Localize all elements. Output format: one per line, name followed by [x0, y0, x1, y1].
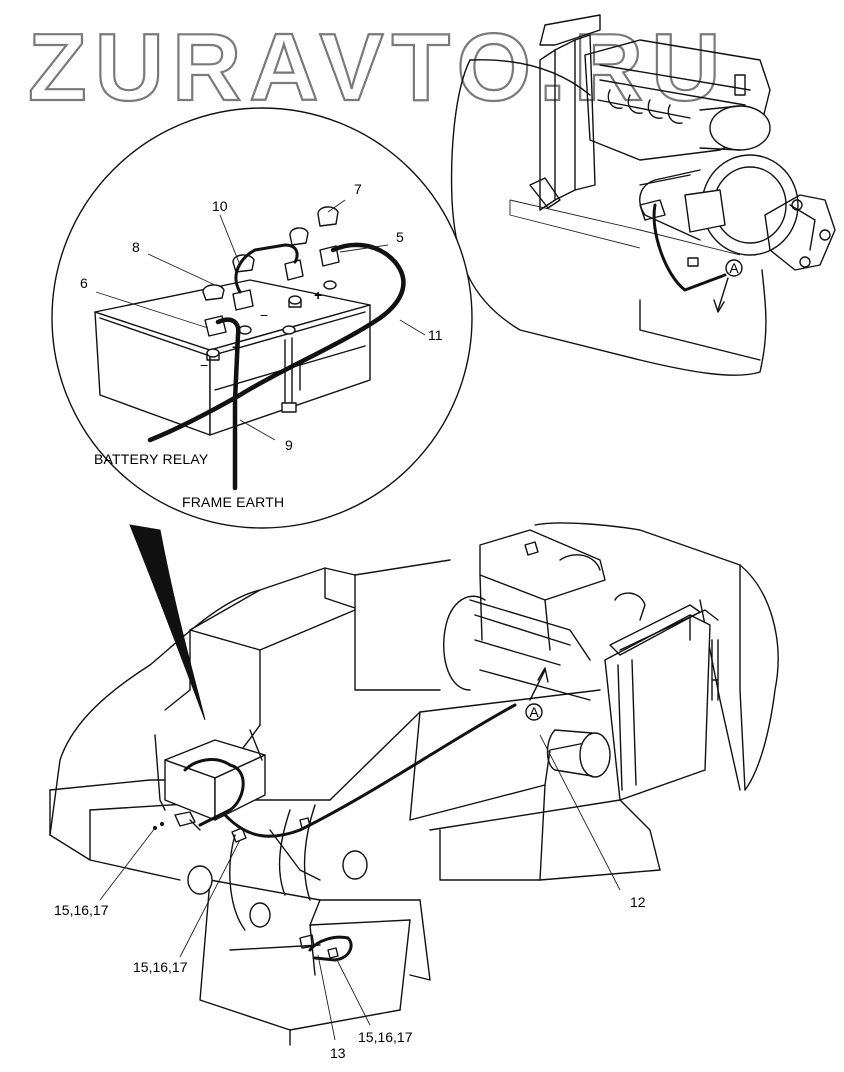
ref-a-main: A [529, 704, 539, 720]
minus-mark-lower: − [200, 357, 208, 373]
plus-mark-upper: + [314, 287, 322, 303]
watermark-text: ZURAVTO.RU [28, 14, 728, 121]
callout-15-left: 15,16,17 [54, 902, 109, 918]
engine-detail-view: A [450, 14, 836, 376]
callout-6: 6 [80, 275, 88, 291]
callout-7: 7 [354, 181, 362, 197]
ref-a-engine: A [729, 260, 739, 276]
callout-10: 10 [212, 198, 228, 214]
callout-8: 8 [132, 239, 140, 255]
minus-mark-upper: − [260, 307, 268, 323]
plus-mark-lower: + [232, 339, 240, 355]
callout-12: 12 [630, 894, 646, 910]
callout-11: 11 [428, 327, 443, 343]
battery-small-view [154, 729, 266, 831]
callout-5: 5 [396, 229, 404, 245]
battery-relay-label: BATTERY RELAY [94, 451, 209, 467]
frame-earth-label: FRAME EARTH [182, 494, 284, 510]
callout-15-bottom: 15,16,17 [358, 1029, 413, 1045]
callout-15-middle: 15,16,17 [133, 959, 188, 975]
machine-main-view: A 12 15,16,17 [49, 522, 779, 1061]
callout-13: 13 [330, 1045, 346, 1061]
battery-detail-circle: + + − − 7 10 8 5 6 11 9 BATTERY RELAY FR… [51, 107, 473, 721]
callout-9: 9 [285, 437, 293, 453]
